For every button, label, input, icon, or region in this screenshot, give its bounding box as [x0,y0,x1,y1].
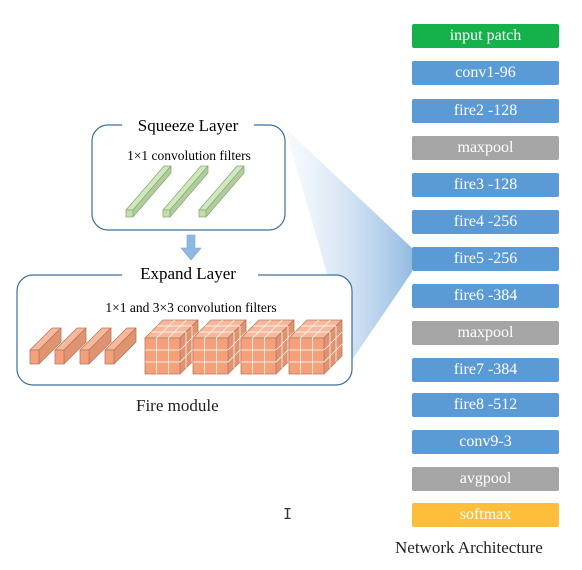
down-arrow-icon [180,234,202,261]
layer-11: fire8 -512 [412,393,559,417]
squeeze-filter-2 [162,165,209,218]
layer-1: input patch [412,24,559,48]
layer-13: avgpool [412,467,559,491]
layer-9: maxpool [412,321,559,345]
expand-3x3-filter-3 [240,319,295,375]
layer-3: fire2 -128 [412,99,559,123]
expand-3x3-filter-2 [192,319,247,375]
squeeze-filters [125,165,245,218]
layer-4: maxpool [412,136,559,160]
network-architecture-caption: Network Architecture [395,538,543,557]
expand-3x3-filter-4 [288,319,343,375]
expand-filters [29,319,343,375]
expand-3x3-filter-1 [144,319,199,375]
squeeze-layer-subtitle: 1×1 convolution filters [127,148,251,163]
layer-10: fire7 -384 [412,358,559,382]
layer-12: conv9-3 [412,430,559,454]
expand-layer-title: Expand Layer [140,264,236,283]
expand-layer-subtitle: 1×1 and 3×3 convolution filters [105,300,276,315]
layer-6: fire4 -256 [412,210,559,234]
squeeze-filter-3 [198,165,245,218]
layer-2: conv1-96 [412,61,559,85]
layer-8: fire6 -384 [412,284,559,308]
squeeze-layer-box [91,124,286,231]
squeeze-filter-1 [125,165,172,218]
layer-7: fire5 -256 [412,247,559,271]
layer-14: softmax [412,503,559,527]
squeeze-layer-title: Squeeze Layer [138,116,239,135]
layer-5: fire3 -128 [412,173,559,197]
expand-1x1-filter-4 [104,327,137,365]
zoom-highlight [285,128,412,360]
fire-module-caption: Fire module [136,396,219,415]
expand-1x1-filter-3 [79,327,112,365]
expand-1x1-filter-2 [54,327,87,365]
text-cursor-icon: I [283,505,293,523]
expand-1x1-filter-1 [29,327,62,365]
